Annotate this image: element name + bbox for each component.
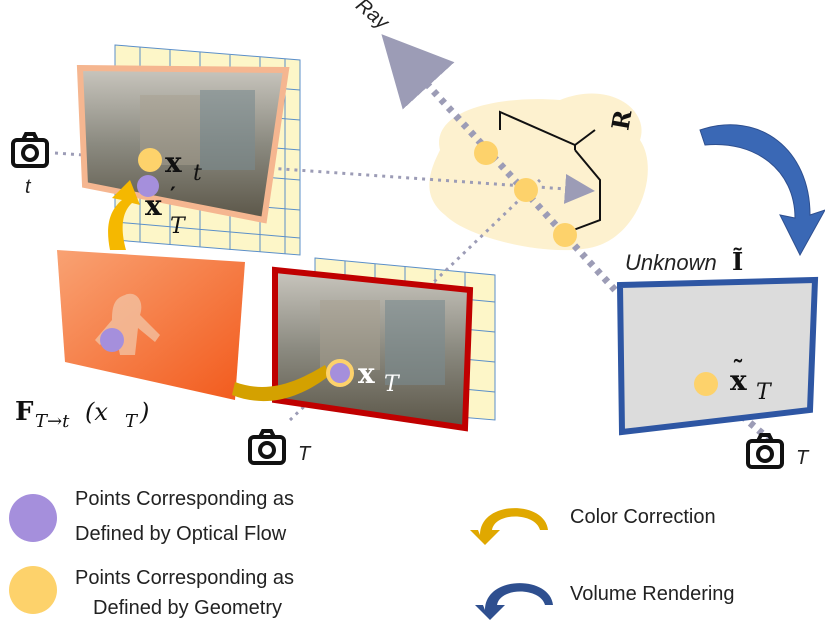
svg-text:˜: ˜ (732, 355, 744, 384)
unknown-label: Unknown (625, 250, 717, 275)
svg-text:): ) (139, 398, 149, 426)
legend-flow-swatch (9, 494, 57, 542)
svg-text:T: T (125, 411, 139, 432)
legend-geometry-line2: Defined by Geometry (93, 597, 282, 619)
camera-T-label: T (298, 443, 312, 465)
legend-flow-line1: Points Corresponding as (75, 488, 294, 510)
camera-T2-label: T (796, 447, 810, 469)
geometry-point (694, 372, 718, 396)
ray-label: Ray (351, 0, 393, 34)
svg-text:x: x (145, 189, 162, 222)
geometry-point (553, 223, 577, 247)
svg-text:t: t (193, 161, 202, 186)
flow-point (137, 175, 159, 197)
svg-text:F: F (15, 397, 34, 427)
density-blob (429, 93, 648, 251)
x-tilde-T-label: x ˜ T (730, 355, 773, 405)
x-T-prime-label: x ′ T (145, 183, 187, 239)
legend-color-correction: Color Correction (570, 506, 716, 528)
svg-text:T→t: T→t (35, 411, 70, 432)
volume-rendering-arrow-icon (475, 583, 553, 620)
up-arrow (108, 180, 140, 250)
svg-text:T: T (756, 380, 773, 405)
legend-flow-line2: Defined by Optical Flow (75, 523, 287, 545)
r-bracket (499, 110, 601, 236)
svg-text:T: T (384, 372, 401, 397)
color-correction-arrow-icon (470, 508, 548, 545)
flow-label: F T→t (x T ) (15, 397, 149, 432)
camera-icon (746, 433, 784, 469)
camera-icon (248, 429, 286, 465)
unknown-symbol: Ĩ (732, 247, 743, 276)
svg-text:x: x (358, 357, 375, 390)
legend-geometry-swatch (9, 566, 57, 614)
flow-map (57, 250, 245, 400)
frame-t (76, 64, 290, 224)
svg-text:′: ′ (170, 183, 176, 209)
svg-text:T: T (170, 214, 187, 239)
svg-text:x: x (165, 146, 182, 179)
geometry-point (138, 148, 162, 172)
legend: Points Corresponding as Defined by Optic… (9, 488, 735, 620)
svg-text:(x: (x (85, 398, 108, 426)
color-correction-arrows (108, 180, 330, 402)
x-T-label: x T (358, 357, 401, 397)
points (100, 141, 718, 396)
camera-icon (11, 132, 49, 168)
legend-volume-rendering: Volume Rendering (570, 583, 735, 605)
flow-to-frame-arrow (232, 365, 330, 402)
legend-geometry-line1: Points Corresponding as (75, 567, 294, 589)
flow-point (100, 328, 124, 352)
volume-rendering-arrow (699, 124, 825, 257)
frame-unknown (616, 276, 819, 436)
frame-T (272, 266, 474, 432)
camera-t-label: t (25, 176, 32, 198)
geometry-point (514, 178, 538, 202)
main-ray (381, 34, 618, 293)
svg-text:x: x (730, 364, 747, 397)
geometry-point (474, 141, 498, 165)
x-t-label: x t (165, 146, 202, 186)
matched-point (326, 359, 354, 387)
